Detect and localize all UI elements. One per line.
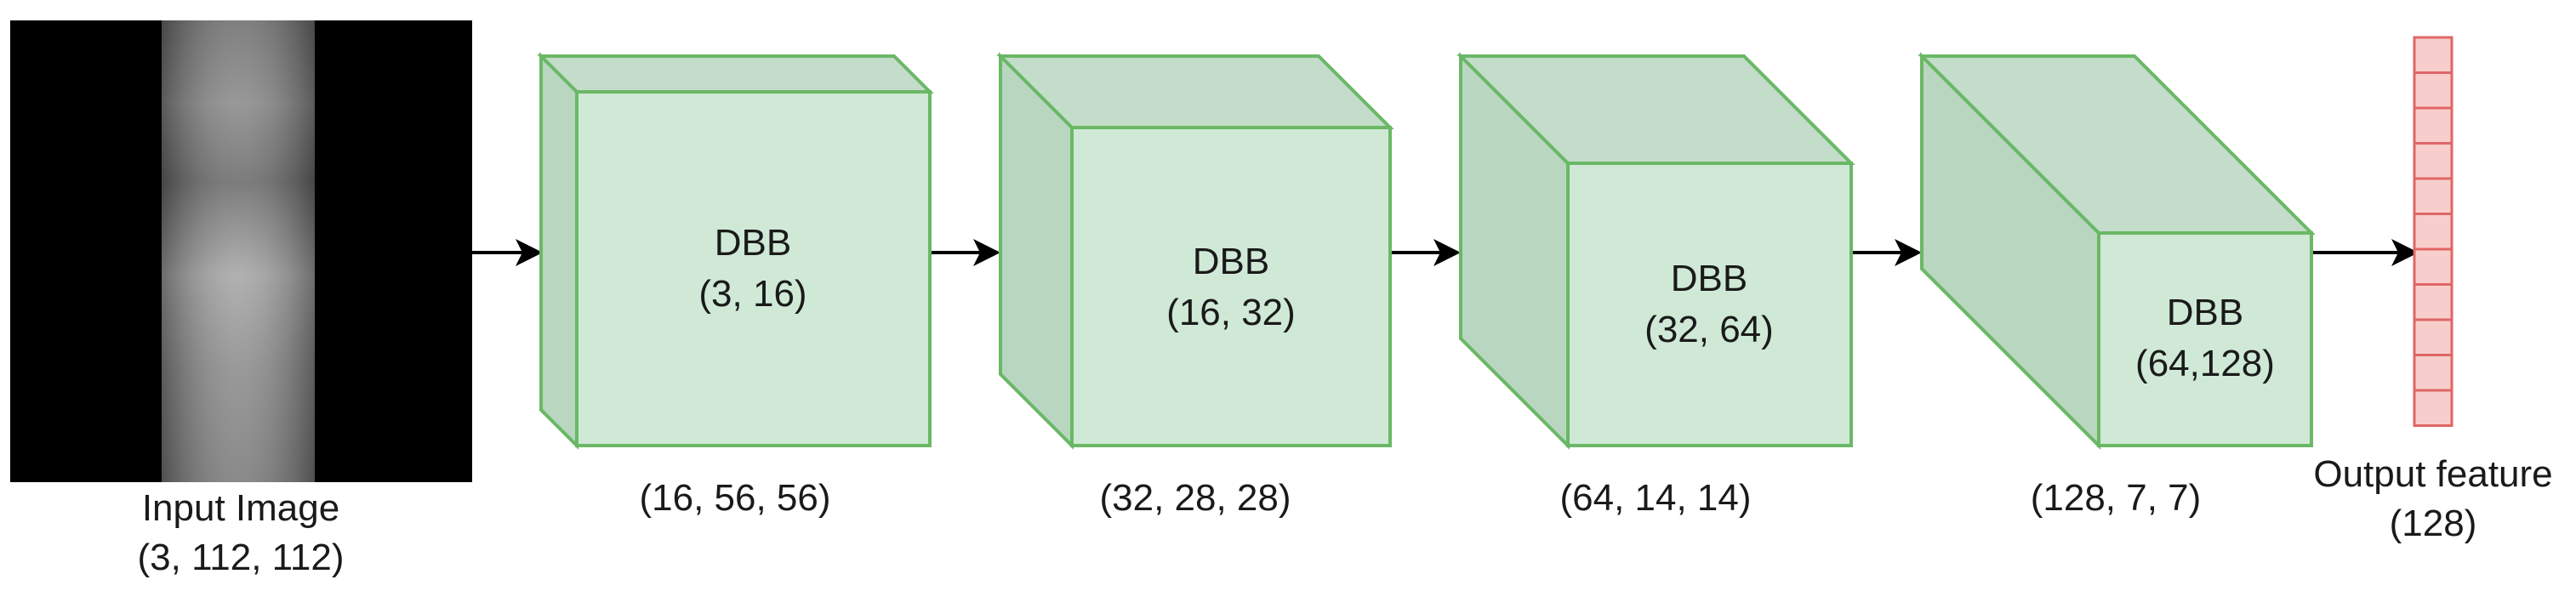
vector-cell (2413, 283, 2453, 321)
vector-cell (2413, 247, 2453, 286)
dbb-block-4 (1918, 52, 2316, 450)
vector-cell (2413, 389, 2453, 427)
dbb-block-1-name: DBB (715, 222, 791, 264)
vector-cell (2413, 106, 2453, 145)
dbb-block-3 (1456, 52, 1855, 450)
output-feature-vector (2413, 36, 2453, 427)
vector-cell (2413, 354, 2453, 392)
dbb-block-3-channels: (32, 64) (1644, 309, 1774, 350)
arrow-block3-to-block4 (1851, 239, 1922, 266)
dbb-block-2-channels: (16, 32) (1166, 292, 1296, 333)
vector-cell (2413, 36, 2453, 74)
dbb-block-3-name: DBB (1671, 258, 1747, 299)
dbb-block-1-channels: (3, 16) (698, 273, 806, 315)
input-image-label: Input Image (142, 487, 339, 529)
arrow-block1-to-block2 (930, 239, 1000, 266)
dbb-block-1 (537, 52, 934, 450)
vector-cell (2413, 213, 2453, 251)
dbb-block-4-name: DBB (2167, 292, 2243, 333)
arrow-block2-to-block3 (1390, 239, 1461, 266)
dbb-block-4-output-shape: (128, 7, 7) (2031, 477, 2202, 519)
dbb-block-2-output-shape: (32, 28, 28) (1099, 477, 1291, 519)
vector-cell (2413, 177, 2453, 215)
vector-cell (2413, 71, 2453, 110)
output-feature-label: Output feature (2313, 453, 2552, 495)
input-image-shape: (3, 112, 112) (138, 537, 345, 578)
dbb-block-1-output-shape: (16, 56, 56) (639, 477, 830, 519)
dbb-block-2 (996, 52, 1394, 450)
vector-cell (2413, 142, 2453, 180)
arrow-block4-to-output (2311, 239, 2419, 266)
output-feature-size: (128) (2390, 503, 2477, 544)
dbb-block-3-output-shape: (64, 14, 14) (1559, 477, 1751, 519)
dbb-block-4-channels: (64,128) (2135, 343, 2275, 384)
arrow-input-to-block1 (472, 239, 543, 266)
input-image (10, 20, 472, 482)
dbb-block-2-name: DBB (1193, 241, 1269, 282)
vector-cell (2413, 318, 2453, 356)
